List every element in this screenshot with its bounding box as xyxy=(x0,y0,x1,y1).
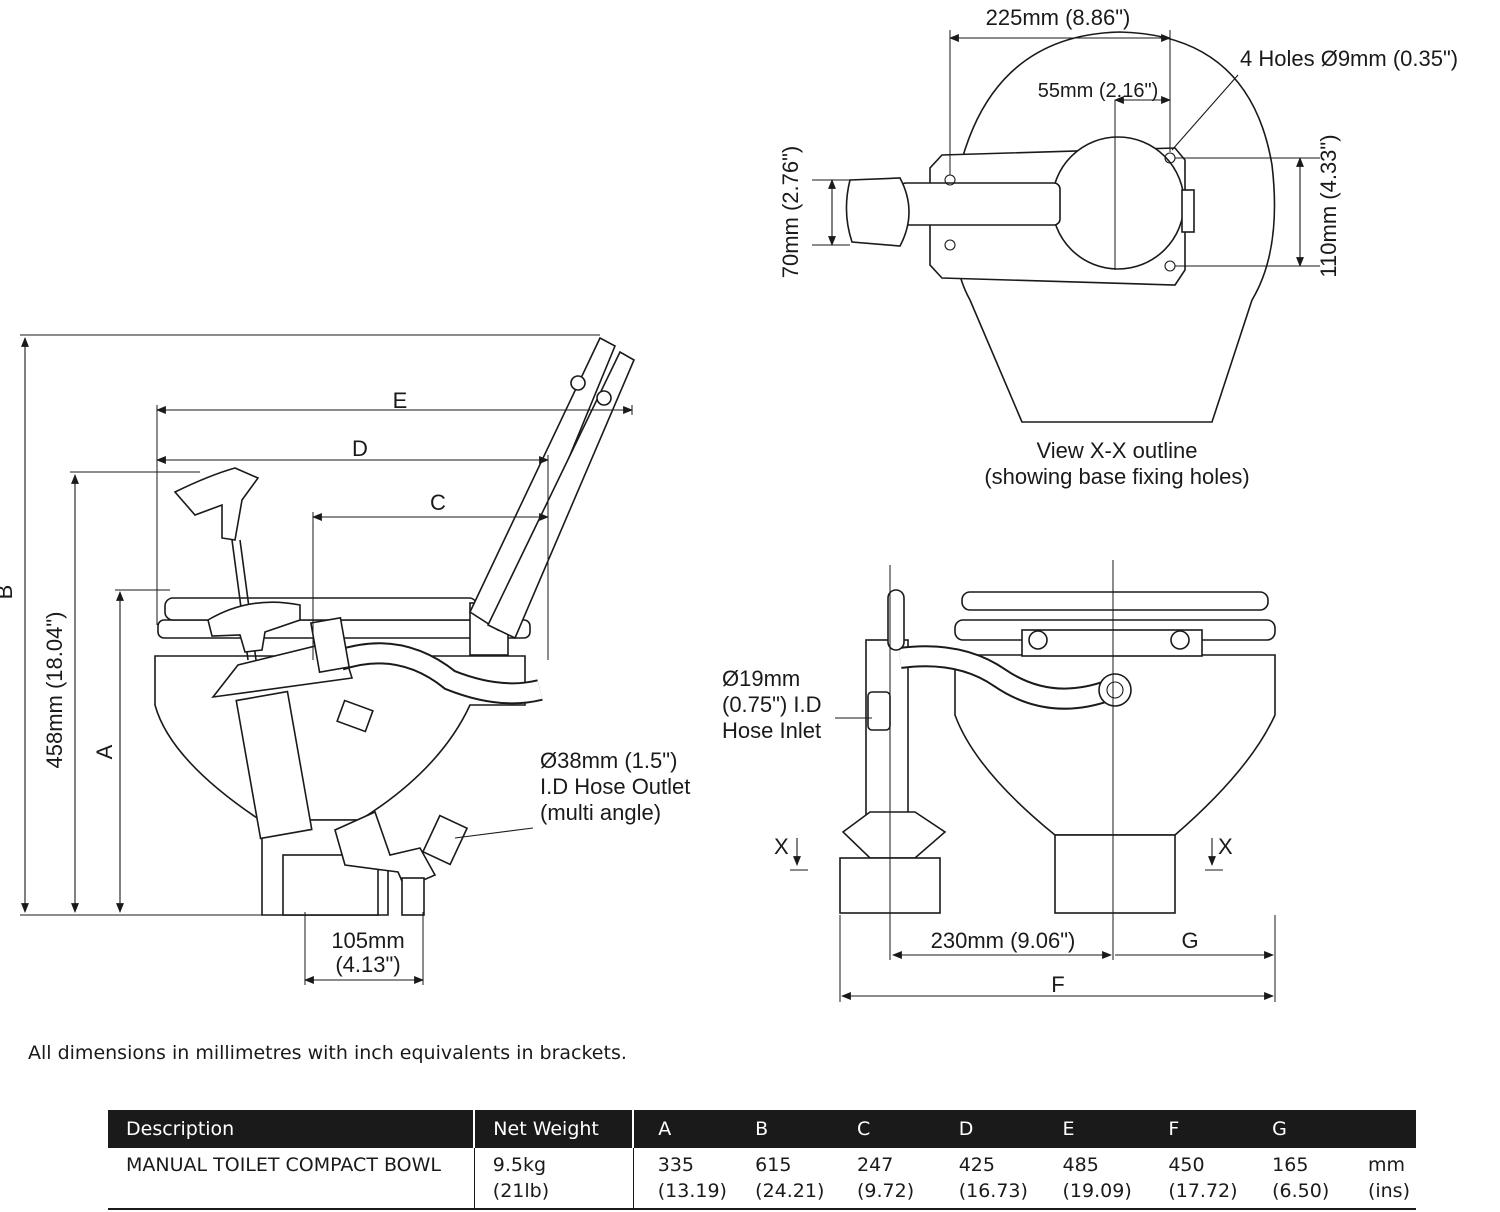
label-A: A xyxy=(92,744,117,759)
section-mark-left: X xyxy=(774,834,789,859)
value-f-ins: (17.72) xyxy=(1168,1180,1238,1202)
label-G: G xyxy=(1181,928,1198,953)
lid-panel-2 xyxy=(486,350,636,640)
technical-drawing: 225mm (8.86") 4 Holes Ø9mm (0.35") 55mm … xyxy=(0,5,1458,1002)
hinge-bolt-2 xyxy=(1170,630,1190,650)
header-units xyxy=(1349,1110,1416,1148)
front-pump-tube xyxy=(865,639,909,846)
weight-kg: 9.5kg xyxy=(492,1154,547,1176)
value-b-mm: 615 xyxy=(755,1154,792,1176)
value-e-ins: (19.09) xyxy=(1062,1180,1132,1202)
top-width-dimension: 225mm (8.86") xyxy=(986,5,1131,30)
header-d: D xyxy=(940,1110,1045,1148)
front-seat-upper xyxy=(961,591,1269,611)
handle-arm xyxy=(899,182,1061,226)
table-row: MANUAL TOILET COMPACT BOWL 9.5kg (21lb) … xyxy=(108,1148,1416,1210)
value-g-ins: (6.50) xyxy=(1272,1180,1330,1202)
outlet-label-line2: I.D Hose Outlet xyxy=(540,774,690,799)
cell-description: MANUAL TOILET COMPACT BOWL xyxy=(108,1148,475,1210)
value-f-mm: 450 xyxy=(1168,1154,1205,1176)
cell-units: mm (ins) xyxy=(1349,1148,1416,1210)
fixing-hole-2 xyxy=(944,239,956,251)
cell-a: 335 (13.19) xyxy=(633,1148,738,1210)
cell-b: 615 (24.21) xyxy=(737,1148,840,1210)
unit-ins: (ins) xyxy=(1367,1180,1410,1202)
lid-bumper-2 xyxy=(596,390,612,406)
header-b: B xyxy=(737,1110,840,1148)
outlet-spigot xyxy=(421,814,469,866)
cell-e: 485 (19.09) xyxy=(1044,1148,1151,1210)
header-a: A xyxy=(633,1110,738,1148)
value-c-mm: 247 xyxy=(857,1154,894,1176)
weight-lb: (21lb) xyxy=(492,1180,550,1202)
label-B: B xyxy=(0,585,17,600)
inlet-label-line2: (0.75") I.D xyxy=(722,692,822,717)
cell-net-weight: 9.5kg (21lb) xyxy=(474,1148,634,1210)
hose-connector xyxy=(1098,673,1132,707)
value-g-mm: 165 xyxy=(1272,1154,1309,1176)
front-pedestal xyxy=(1054,834,1176,914)
value-d-mm: 425 xyxy=(958,1154,995,1176)
outlet-elbow xyxy=(334,810,437,890)
unit-mm: mm xyxy=(1367,1154,1405,1176)
front-view: Ø19mm (0.75") I.D Hose Inlet X X 230mm (… xyxy=(722,560,1276,1002)
header-g: G xyxy=(1254,1110,1350,1148)
header-f: F xyxy=(1150,1110,1255,1148)
lid-bumper xyxy=(570,375,586,391)
header-net-weight: Net Weight xyxy=(474,1110,635,1148)
side-view: B E D C A 458mm (18.04") Ø38mm (1.5") I.… xyxy=(0,334,690,985)
label-E: E xyxy=(393,388,408,413)
pump-handle xyxy=(173,467,260,541)
pump-handle-lower xyxy=(207,601,301,653)
hinge-bolt-1 xyxy=(1028,630,1048,650)
cell-g: 165 (6.50) xyxy=(1254,1148,1350,1210)
inlet-label-line1: Ø19mm xyxy=(722,666,800,691)
inlet-valve xyxy=(309,616,351,674)
inlet-fitting xyxy=(867,691,891,731)
side-fitting xyxy=(1181,189,1195,233)
header-e: E xyxy=(1044,1110,1151,1148)
base-dimension-line2: (4.13") xyxy=(335,952,400,977)
pump-disc xyxy=(1051,136,1185,270)
cell-f: 450 (17.72) xyxy=(1150,1148,1255,1210)
inlet-label-line3: Hose Inlet xyxy=(722,718,821,743)
base-dimension-line1: 105mm xyxy=(331,928,404,953)
cell-c: 247 (9.72) xyxy=(839,1148,941,1210)
view-caption-line1: View X-X outline xyxy=(1036,438,1197,463)
left-height-dimension: 70mm (2.76") xyxy=(778,146,803,279)
right-height-dimension: 110mm (4.33") xyxy=(1316,134,1341,277)
outlet-label-line3: (multi angle) xyxy=(540,800,661,825)
seat-upper xyxy=(164,597,478,621)
label-F: F xyxy=(1051,972,1064,997)
value-c-ins: (9.72) xyxy=(857,1180,915,1202)
table-header-row: Description Net Weight A B C D E F G xyxy=(108,1110,1416,1148)
lid-panel xyxy=(468,336,617,632)
label-C: C xyxy=(430,490,446,515)
outlet-label-line1: Ø38mm (1.5") xyxy=(540,748,677,773)
units-note: All dimensions in millimetres with inch … xyxy=(28,1042,627,1064)
front-pump-foot xyxy=(841,811,947,859)
section-mark-right: X xyxy=(1218,834,1233,859)
label-D: D xyxy=(352,436,368,461)
header-c: C xyxy=(839,1110,941,1148)
outlet-foot xyxy=(401,877,425,916)
value-a-mm: 335 xyxy=(657,1154,694,1176)
handle-grip xyxy=(845,177,910,247)
height-dimension: 458mm (18.04") xyxy=(42,612,67,769)
value-a-ins: (13.19) xyxy=(657,1180,727,1202)
view-caption-line2: (showing base fixing holes) xyxy=(984,464,1249,489)
header-description: Description xyxy=(108,1110,476,1148)
offset-dimension: 55mm (2.16") xyxy=(1038,80,1158,102)
value-b-ins: (24.21) xyxy=(755,1180,825,1202)
specification-table: Description Net Weight A B C D E F G MAN… xyxy=(108,1110,1416,1210)
top-view: 225mm (8.86") 4 Holes Ø9mm (0.35") 55mm … xyxy=(778,5,1458,489)
cell-d: 425 (16.73) xyxy=(940,1148,1045,1210)
pump-cylinder xyxy=(235,690,313,840)
value-e-mm: 485 xyxy=(1062,1154,1099,1176)
value-d-ins: (16.73) xyxy=(958,1180,1028,1202)
valve-stub xyxy=(336,699,374,733)
holes-dimension: 4 Holes Ø9mm (0.35") xyxy=(1240,46,1458,71)
front-width-dimension: 230mm (9.06") xyxy=(931,928,1076,953)
pump-lever xyxy=(887,589,905,651)
